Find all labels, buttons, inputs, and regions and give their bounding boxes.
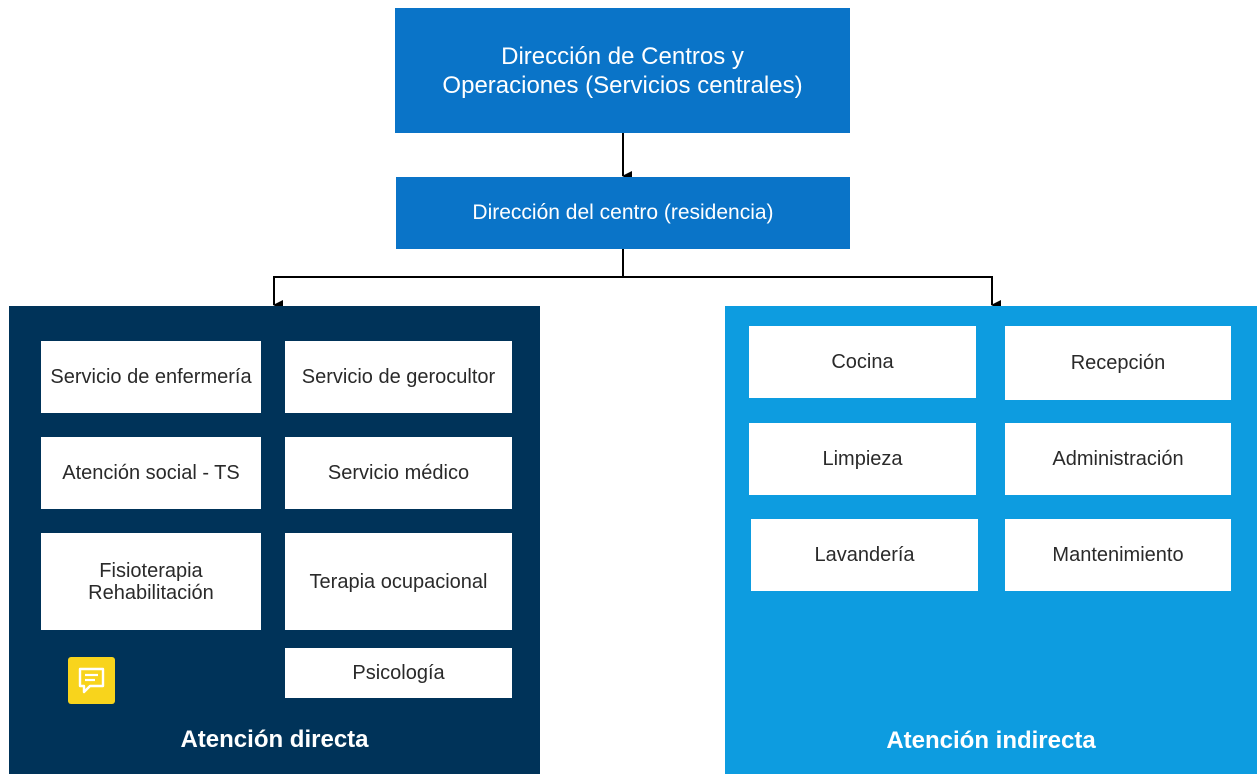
card-limpieza: Limpieza <box>749 423 976 495</box>
card-label: Terapia ocupacional <box>309 570 488 593</box>
mid-box-direccion-centro: Dirección del centro (residencia) <box>396 177 850 249</box>
comment-glyph-icon <box>78 667 105 694</box>
card-fisioterapia: Fisioterapia Rehabilitación <box>41 533 261 630</box>
card-recepcion: Recepción <box>1005 326 1231 400</box>
top-box-label: Dirección de Centros y Operaciones (Serv… <box>442 42 803 99</box>
card-label: Servicio de gerocultor <box>301 366 496 388</box>
card-label: Mantenimiento <box>1052 544 1184 566</box>
card-label: Servicio médico <box>327 462 470 484</box>
mid-box-label: Dirección del centro (residencia) <box>472 201 774 224</box>
card-psicologia: Psicología <box>285 648 512 698</box>
card-label: Cocina <box>831 351 894 373</box>
card-administracion: Administración <box>1005 423 1231 495</box>
card-mantenimiento: Mantenimiento <box>1005 519 1231 591</box>
card-label: Recepción <box>1070 352 1166 374</box>
top-box-direccion-centros: Dirección de Centros y Operaciones (Serv… <box>395 8 850 133</box>
card-label: Servicio de enfermería <box>50 366 252 388</box>
panel-atencion-directa: Servicio de enfermería Servicio de geroc… <box>9 306 540 774</box>
card-label: Fisioterapia Rehabilitación <box>88 559 214 604</box>
card-servicio-medico: Servicio médico <box>285 437 512 509</box>
card-label: Limpieza <box>822 448 903 470</box>
card-servicio-gerocultor: Servicio de gerocultor <box>285 341 512 413</box>
card-atencion-social: Atención social - TS <box>41 437 261 509</box>
card-label: Lavandería <box>814 544 915 566</box>
panel-title-atencion-directa: Atención directa <box>180 726 369 753</box>
panel-atencion-indirecta: Cocina Recepción Limpieza Administración… <box>725 306 1257 774</box>
card-label: Psicología <box>352 662 445 684</box>
comment-icon[interactable] <box>68 657 115 704</box>
card-terapia-ocupacional: Terapia ocupacional <box>285 533 512 630</box>
card-label: Administración <box>1052 448 1184 470</box>
card-lavanderia: Lavandería <box>751 519 978 591</box>
card-cocina: Cocina <box>749 326 976 398</box>
card-servicio-enfermeria: Servicio de enfermería <box>41 341 261 413</box>
panel-title-atencion-indirecta: Atención indirecta <box>886 727 1096 754</box>
card-label: Atención social - TS <box>62 462 240 484</box>
